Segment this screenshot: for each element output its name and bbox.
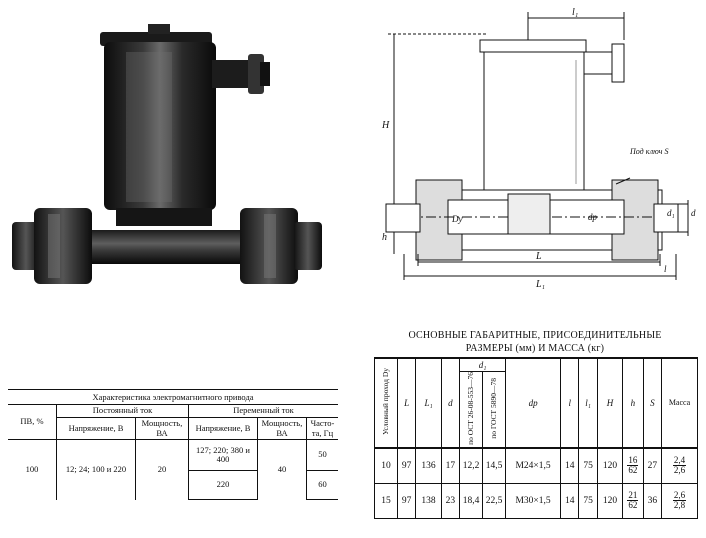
- dim-cell-d1a: 18,4: [459, 482, 484, 519]
- em-table-block: Характеристика электромагнитного привода…: [8, 389, 338, 501]
- dim-table-block: Условный проход Dу L L₁ d d₁ dр l l₁ H h…: [374, 357, 698, 519]
- dim-cell-H: 120: [596, 482, 624, 519]
- label-wrench: Под ключ S: [629, 147, 668, 156]
- label-Dy: Dу: [451, 214, 463, 224]
- em-ac-power-header: Мощность, ВА: [257, 417, 307, 441]
- label-d: d: [691, 208, 696, 218]
- label-dp: dр: [588, 212, 598, 222]
- em-pv-value: 100: [8, 439, 57, 500]
- dim-title-line1: ОСНОВНЫЕ ГАБАРИТНЫЕ, ПРИСОЕДИНИТЕЛЬНЫЕ: [408, 330, 662, 341]
- dim-h-L1: L₁: [415, 357, 442, 449]
- dim-cell-L: 97: [396, 446, 417, 484]
- dim-mass-top: 2,4: [672, 454, 687, 467]
- label-l1: l₁: [572, 7, 578, 18]
- label-d1: d₁: [667, 208, 675, 218]
- dim-mass-top: 2,6: [672, 489, 687, 502]
- dim-h-top: 16: [627, 454, 639, 467]
- dim-cell-L1: 138: [415, 482, 442, 519]
- dim-h-bot: 62: [628, 465, 638, 476]
- dim-h-d1: d₁: [459, 357, 507, 372]
- dim-row-10: 10 97 136 17 12,2 14,5 М24×1,5 14 75 120…: [374, 446, 698, 484]
- dim-h-dy: Условный проход Dу: [380, 368, 390, 436]
- em-table: ПВ, % Постоянный ток Переменный ток Напр…: [8, 405, 338, 501]
- em-dc-voltage: 12; 24; 100 и 220: [56, 439, 136, 500]
- dim-cell-l1: 75: [578, 482, 598, 519]
- dim-title-line2: РАЗМЕРЫ (мм) И МАССА (кг): [465, 343, 605, 354]
- dim-cell-S: 36: [642, 482, 663, 519]
- dim-h-dp: dр: [505, 357, 562, 449]
- dim-cell-l: 14: [560, 482, 580, 519]
- dim-cell-L1: 136: [415, 446, 442, 484]
- label-L: L: [535, 251, 542, 262]
- dim-cell-d: 23: [440, 482, 461, 519]
- em-ac-freq-2: 60: [306, 470, 338, 501]
- dim-cell-d1a: 12,2: [459, 446, 484, 484]
- em-dc-header: Постоянный ток: [56, 405, 189, 418]
- dim-h-L: L: [396, 357, 417, 449]
- dim-h-d1-gost: по ГОСТ 5890—78: [488, 378, 498, 439]
- dim-h-H: H: [596, 357, 624, 449]
- dim-table-title: ОСНОВНЫЕ ГАБАРИТНЫЕ, ПРИСОЕДИНИТЕЛЬНЫЕ Р…: [378, 329, 692, 355]
- valve-drawing: l₁ H h Под ключ S Dу dр d₁ d L L₁ l: [381, 7, 696, 290]
- dim-cell-d1b: 14,5: [482, 446, 507, 484]
- em-ac-voltage-1: 127; 220; 380 и 400: [188, 439, 258, 472]
- dim-mass-bot: 2,6: [673, 465, 686, 476]
- label-H: H: [381, 120, 390, 131]
- dim-h-l1: l₁: [578, 357, 598, 449]
- em-pv-header: ПВ, %: [8, 405, 57, 441]
- em-ac-voltage-header: Напряжение, В: [188, 417, 258, 441]
- em-ac-freq-header: Часто-та, Гц: [306, 417, 338, 441]
- dim-cell-d: 17: [440, 446, 461, 484]
- em-dc-power-header: Мощность, ВА: [135, 417, 189, 441]
- dim-cell-dy: 10: [374, 446, 398, 484]
- dim-cell-dp: М24×1,5: [505, 446, 562, 484]
- valve-photo: [12, 24, 322, 284]
- dim-h-d: d: [440, 357, 461, 449]
- dim-h-S: S: [642, 357, 663, 449]
- dim-cell-dp: М30×1,5: [505, 482, 562, 519]
- em-ac-power: 40: [257, 439, 307, 500]
- em-table-title: Характеристика электромагнитного привода: [8, 389, 338, 405]
- dim-h-d1-ost: по ОСТ 26-08-553—76: [465, 372, 475, 445]
- dim-cell-S: 27: [642, 446, 663, 484]
- dim-cell-l: 14: [560, 446, 580, 484]
- dim-cell-l1: 75: [578, 446, 598, 484]
- em-ac-freq-1: 50: [306, 439, 338, 472]
- dim-cell-d1b: 22,5: [482, 482, 507, 519]
- dim-cell-dy: 15: [374, 482, 398, 519]
- dim-h-l: l: [560, 357, 580, 449]
- dim-cell-H: 120: [596, 446, 624, 484]
- em-dc-power: 20: [135, 439, 189, 500]
- dim-h-top: 21: [627, 489, 639, 502]
- dim-table: Условный проход Dу L L₁ d d₁ dр l l₁ H h…: [374, 357, 698, 519]
- dim-h-mass: Масса: [661, 357, 698, 449]
- dim-mass-bot: 2,8: [673, 500, 686, 511]
- label-L1: L₁: [535, 279, 545, 290]
- em-ac-header: Переменный ток: [188, 405, 338, 418]
- dim-row-15: 15 97 138 23 18,4 22,5 М30×1,5 14 75 120…: [374, 482, 698, 519]
- em-dc-voltage-header: Напряжение, В: [56, 417, 136, 441]
- label-h: h: [382, 232, 387, 243]
- dim-cell-L: 97: [396, 482, 417, 519]
- em-ac-voltage-2: 220: [188, 470, 258, 501]
- label-l: l: [664, 264, 667, 274]
- dim-h-bot: 62: [628, 500, 638, 511]
- dim-h-h: h: [622, 357, 644, 449]
